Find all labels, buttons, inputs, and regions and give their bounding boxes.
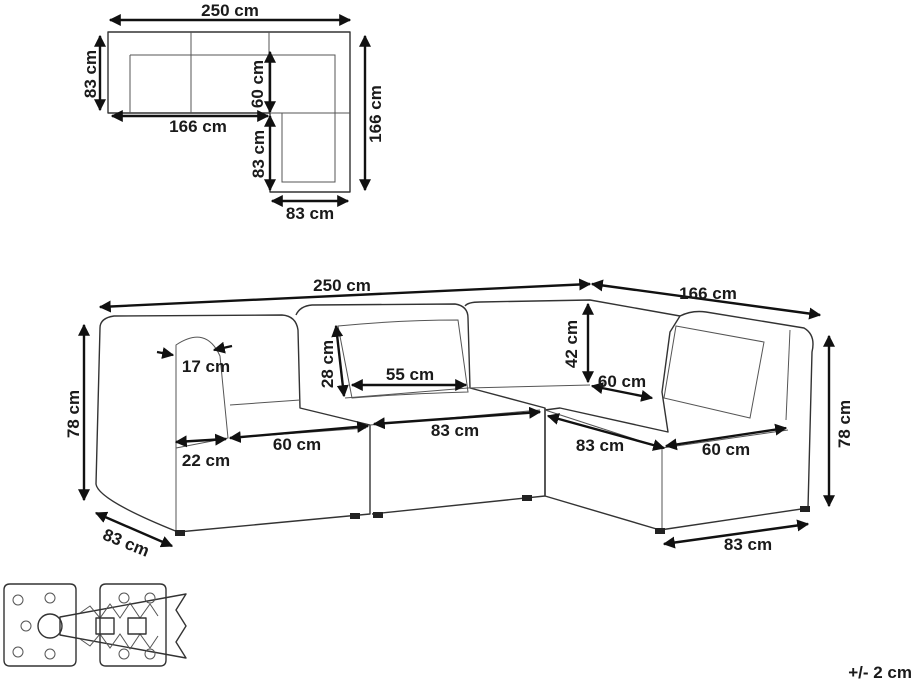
sofa-foot bbox=[655, 528, 665, 534]
label-armrest-width: 17 cm bbox=[182, 357, 230, 376]
label-seat-depth-left: 60 cm bbox=[273, 435, 321, 454]
label-module-width-right: 83 cm bbox=[724, 535, 772, 554]
dim-seat-depth-corner bbox=[590, 382, 654, 402]
middle-module-outline bbox=[295, 303, 546, 515]
label-height-right: 78 cm bbox=[835, 400, 854, 448]
dim-armrest-right-arrow bbox=[212, 341, 233, 354]
right-back-edge bbox=[785, 329, 791, 421]
sofa-foot bbox=[350, 513, 360, 519]
dim-arm-depth bbox=[174, 433, 228, 448]
label-backrest-height: 42 cm bbox=[562, 320, 581, 368]
label-seat-depth-right: 60 cm bbox=[702, 440, 750, 459]
label-top-left-depth: 83 cm bbox=[81, 50, 100, 98]
label-cushion-height: 28 cm bbox=[318, 340, 337, 388]
label-top-width: 250 cm bbox=[201, 1, 259, 20]
perspective-view: 250 cm 166 cm 78 cm 78 cm 17 cm 42 cm 28… bbox=[64, 276, 854, 561]
corner-seat-back bbox=[467, 384, 591, 389]
sofa-foot bbox=[175, 530, 185, 536]
label-top-chaise-width: 83 cm bbox=[286, 204, 334, 223]
label-top-inner-depth: 60 cm bbox=[248, 60, 267, 108]
middle-back-cushion bbox=[337, 319, 469, 399]
label-total-width: 250 cm bbox=[313, 276, 371, 295]
dim-armrest-left-arrow bbox=[156, 347, 175, 359]
left-seat-edge bbox=[229, 399, 301, 406]
label-top-inner-width: 166 cm bbox=[169, 117, 227, 136]
dim-side-width bbox=[590, 279, 822, 320]
dim-cushion-height bbox=[331, 324, 349, 398]
label-top-right-depth: 166 cm bbox=[366, 85, 385, 143]
sofa-foot bbox=[373, 512, 383, 518]
tolerance-note: +/- 2 cm bbox=[848, 663, 912, 682]
dim-total-width bbox=[98, 278, 592, 313]
label-seat-depth-corner: 60 cm bbox=[598, 372, 646, 391]
label-side-width: 166 cm bbox=[679, 284, 737, 303]
label-module-width-corner: 83 cm bbox=[576, 436, 624, 455]
right-module-outline bbox=[544, 310, 814, 531]
dim-module-width-corner bbox=[546, 413, 666, 451]
sofa-foot bbox=[522, 495, 532, 501]
right-back-cushion bbox=[663, 325, 765, 419]
top-view: 250 cm 83 cm 60 cm 166 cm 166 cm 83 cm 8… bbox=[81, 1, 385, 223]
top-view-inner-outline bbox=[130, 54, 336, 183]
module-clip-connector-icon bbox=[3, 583, 187, 667]
dim-module-width-middle bbox=[372, 406, 542, 430]
dim-module-width-right bbox=[662, 519, 810, 549]
label-height-left: 78 cm bbox=[64, 390, 83, 438]
label-depth-left: 83 cm bbox=[100, 525, 152, 561]
label-top-chaise-depth: 83 cm bbox=[249, 130, 268, 178]
left-armrest bbox=[175, 336, 229, 449]
dim-depth-left bbox=[94, 511, 174, 548]
top-view-outline bbox=[107, 31, 351, 193]
label-module-width-middle: 83 cm bbox=[431, 421, 479, 440]
dim-seat-depth-right bbox=[664, 423, 788, 451]
left-module-outline bbox=[95, 314, 371, 533]
label-arm-depth: 22 cm bbox=[182, 451, 230, 470]
dim-seat-depth-left bbox=[228, 420, 370, 444]
sofa-foot bbox=[800, 506, 810, 512]
label-cushion-width: 55 cm bbox=[386, 365, 434, 384]
